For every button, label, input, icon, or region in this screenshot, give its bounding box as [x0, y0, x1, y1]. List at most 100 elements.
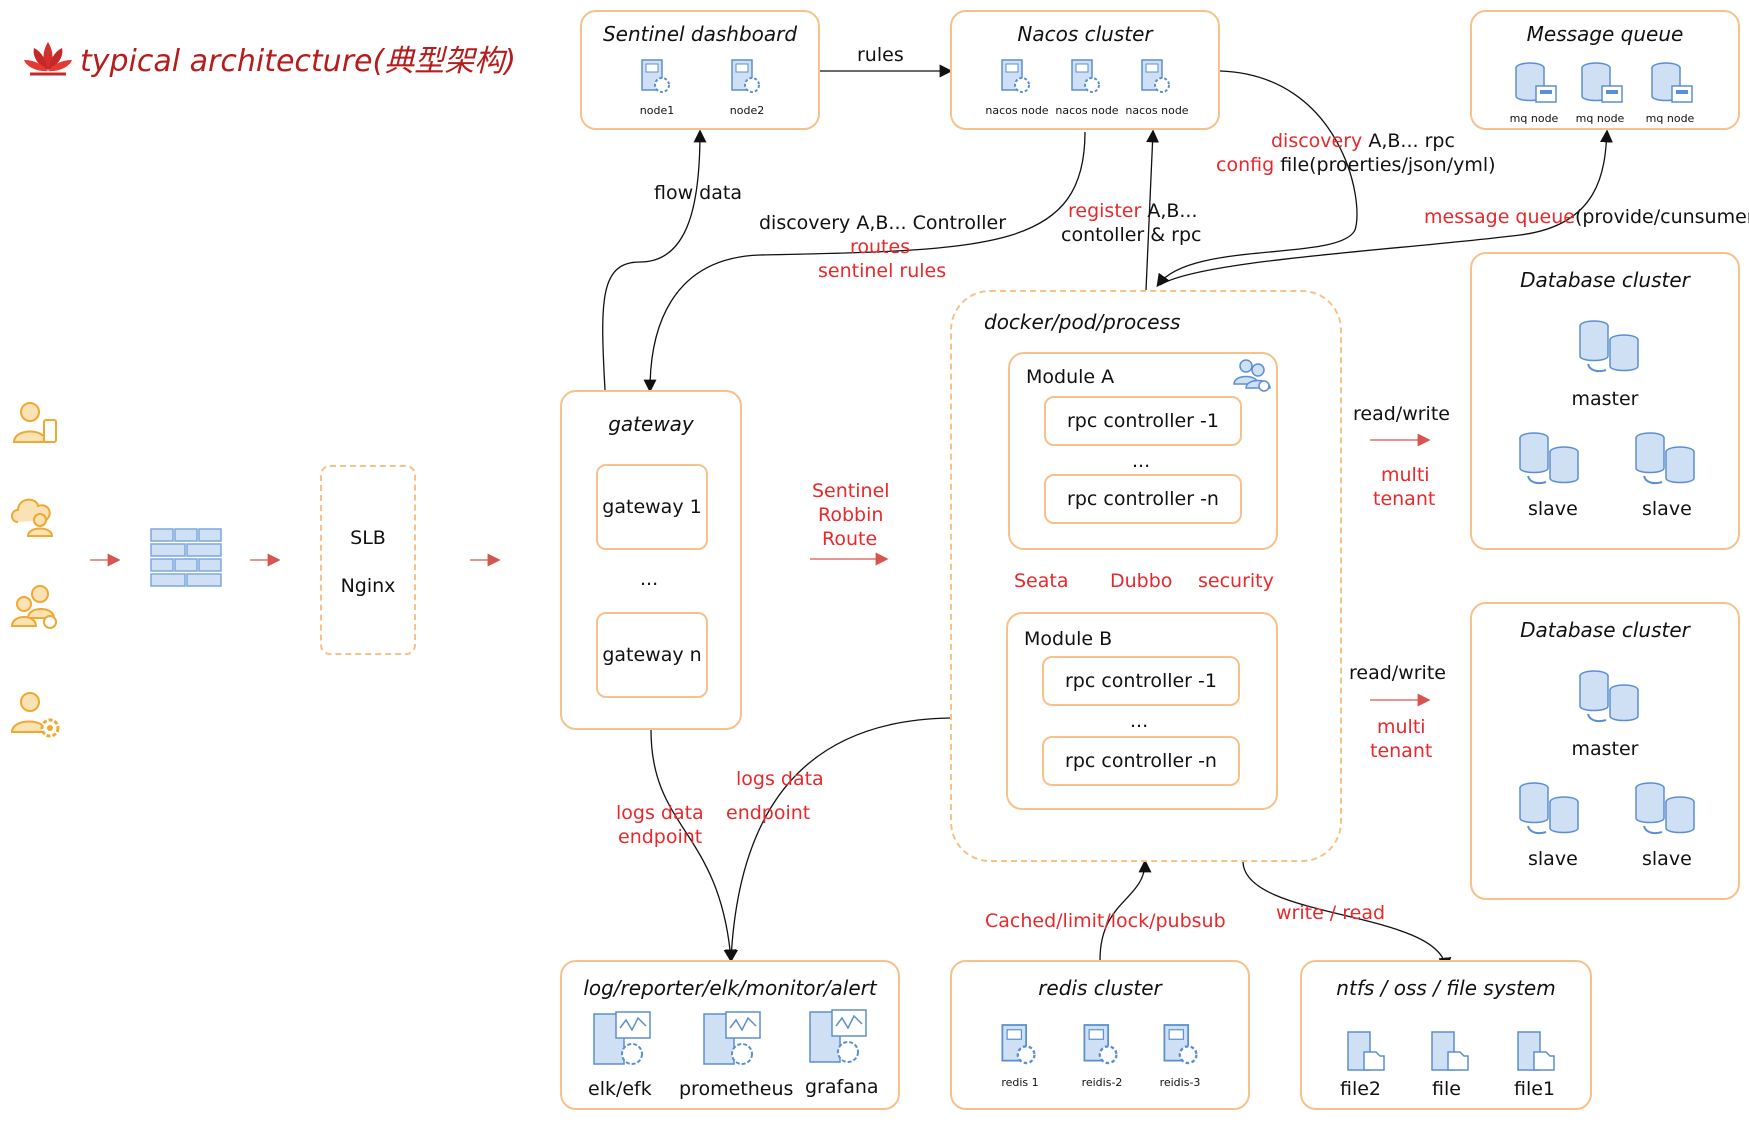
gateway-node: gateway n: [596, 612, 708, 698]
controller-rpc-label: contoller & rpc: [1061, 224, 1202, 246]
mq-title: Message queue: [1526, 22, 1684, 46]
slave-label: slave: [1528, 498, 1578, 520]
read-write-label: read/write: [1349, 662, 1446, 684]
sentinel-label: Sentinel: [812, 480, 890, 502]
slb-label: SLB: [350, 527, 386, 549]
rpc-controller: rpc controller -n: [1042, 736, 1240, 786]
gateway-title: gateway: [608, 412, 694, 436]
node-label: mq node: [1575, 112, 1625, 125]
routes-label: routes: [850, 236, 911, 258]
security-label: security: [1198, 570, 1274, 592]
docker-pod-process-box: docker/pod/process Module A rpc controll…: [950, 290, 1342, 862]
slave-label: slave: [1642, 498, 1692, 520]
file-server-icon: [1347, 1031, 1385, 1071]
prometheus-label: prometheus: [679, 1078, 794, 1100]
node-label: nacos node: [1125, 104, 1189, 117]
rpc-controller: rpc controller -n: [1044, 474, 1242, 524]
read-write-label: read/write: [1353, 403, 1450, 425]
logs-data-label: logs data: [736, 768, 824, 790]
mq-text: (provide/cunsumer): [1574, 206, 1749, 228]
lotus-icon: [24, 42, 72, 76]
master-label: master: [1571, 738, 1639, 760]
route-label: Route: [822, 528, 878, 550]
users-icon: [1233, 359, 1271, 392]
module-a-box: Module A rpc controller -1 ... rpc contr…: [1008, 352, 1278, 550]
grafana-label: grafana: [805, 1076, 879, 1098]
database-icon: [1581, 62, 1623, 103]
mobile-user-icon: [12, 402, 57, 443]
file-server-icon: [1431, 1031, 1469, 1071]
log-monitor-box: log/reporter/elk/monitor/alert elk/efk p…: [560, 960, 900, 1110]
nginx-label: Nginx: [340, 575, 396, 597]
database-cluster-box: Database cluster master slave slave: [1470, 252, 1740, 550]
config-keyword: config: [1216, 154, 1275, 176]
file-label: file1: [1514, 1078, 1556, 1100]
register-label: register A,B...: [1068, 200, 1198, 222]
rpc-controller: rpc controller -1: [1042, 656, 1240, 706]
rules-label: rules: [857, 44, 904, 66]
slave-label: slave: [1642, 848, 1692, 870]
node-label: redis 1: [1001, 1076, 1039, 1089]
gateway-box: gateway gateway 1 ... gateway n: [560, 390, 742, 730]
database-replica-icon: [1579, 670, 1639, 723]
redis-cluster-box: redis cluster redis 1 reidis-2 reidis-3: [950, 960, 1250, 1110]
page-title: typical architecture(典型架构): [80, 44, 516, 79]
database-replica-icon: [1635, 782, 1695, 835]
master-label: master: [1571, 388, 1639, 410]
tenant-label: tenant: [1373, 488, 1436, 510]
database-icon: [1515, 62, 1557, 103]
robbin-label: Robbin: [818, 504, 884, 526]
mq-keyword: message queue: [1424, 206, 1575, 228]
server-icon: [1083, 1024, 1118, 1065]
log-title: log/reporter/elk/monitor/alert: [583, 976, 877, 1000]
settings-user-icon: [10, 692, 60, 738]
file-server-icon: [1517, 1031, 1555, 1071]
title-block: typical architecture(典型架构): [20, 36, 516, 80]
server-icon: [1001, 59, 1030, 93]
endpoint-label: endpoint: [726, 802, 811, 824]
module-title: Module A: [1026, 366, 1115, 388]
server-icon: [1163, 1024, 1198, 1065]
database-icon: [1651, 62, 1693, 103]
cloud-user-icon: [11, 498, 54, 537]
register-keyword: register: [1068, 200, 1142, 222]
config-text: file(proerties/json/yml): [1274, 154, 1496, 176]
gateway-node: gateway 1: [596, 464, 708, 550]
slb-box: SLB Nginx: [320, 465, 416, 655]
db-title: Database cluster: [1520, 618, 1690, 642]
firewall-icon: [150, 528, 222, 587]
endpoint-label: endpoint: [618, 826, 703, 848]
file-label: file: [1432, 1078, 1461, 1100]
node-label: mq node: [1645, 112, 1695, 125]
file-label: file2: [1340, 1078, 1382, 1100]
db-title: Database cluster: [1520, 268, 1690, 292]
server-icon: [1141, 59, 1170, 93]
database-cluster-box: Database cluster master slave slave: [1470, 602, 1740, 900]
sentinel-title: Sentinel dashboard: [602, 22, 798, 46]
tenant-label: tenant: [1370, 740, 1433, 762]
flow-data-label: flow data: [654, 182, 742, 204]
cached-label: Cached/limit/lock/pubsub: [985, 910, 1226, 932]
ellipsis: ...: [1130, 710, 1149, 732]
server-icon: [1071, 59, 1100, 93]
discovery-controller-label: discovery A,B... Controller: [759, 212, 1007, 234]
monitor-server-icon: [809, 1009, 867, 1063]
node-label: reidis-3: [1159, 1076, 1201, 1089]
node-label: mq node: [1509, 112, 1559, 125]
monitor-server-icon: [703, 1011, 761, 1065]
elk-label: elk/efk: [588, 1078, 652, 1100]
admin-user-icon: [10, 585, 57, 629]
multi-label: multi: [1381, 464, 1430, 486]
seata-label: Seata: [1014, 570, 1069, 592]
server-icon: [1001, 1024, 1036, 1065]
node-label: reidis-2: [1081, 1076, 1123, 1089]
database-replica-icon: [1519, 782, 1579, 835]
module-title: Module B: [1024, 628, 1113, 650]
sentinel-rules-label: sentinel rules: [818, 260, 947, 282]
message-queue-label: message queue(provide/cunsumer): [1424, 206, 1749, 228]
ellipsis: ...: [1132, 450, 1151, 472]
discovery-rpc-label: discovery A,B... rpc: [1271, 130, 1455, 152]
server-icon: [641, 59, 670, 93]
discovery-text: A,B... rpc: [1362, 130, 1455, 152]
logs-data-label: logs data: [616, 802, 704, 824]
